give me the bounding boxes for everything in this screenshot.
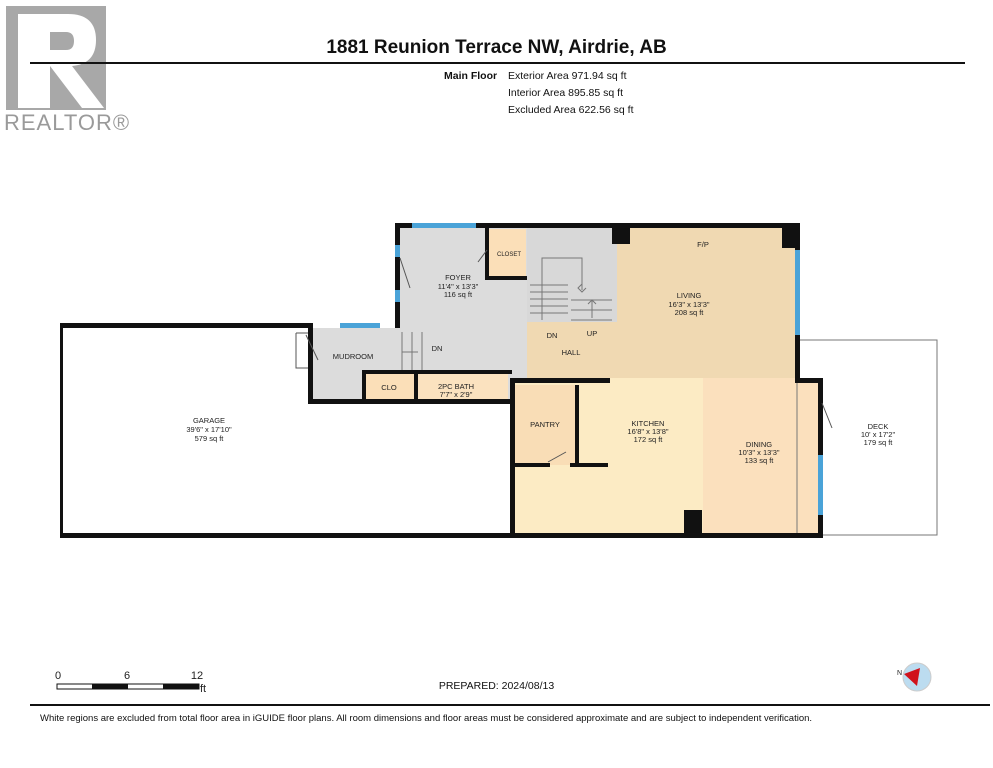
windows [340, 223, 823, 515]
dining-dims: 10'3" x 13'3" [738, 448, 779, 457]
scale-unit: ft [200, 683, 206, 695]
deck-dims: 10' x 17'2" [861, 430, 896, 439]
interior-area: Interior Area 895.85 sq ft [508, 87, 623, 99]
bath-label: 2PC BATH [438, 382, 474, 391]
closet-area [488, 229, 526, 277]
scale-tick-12: 12 [191, 670, 203, 682]
divider [30, 704, 990, 706]
mudroom-label: MUDROOM [333, 352, 373, 361]
foyer-label: FOYER [445, 273, 471, 282]
mudroom-stairs-down-label: DN [432, 344, 443, 353]
page-title: 1881 Reunion Terrace NW, Airdrie, AB [326, 37, 667, 58]
garage-area-text: 579 sq ft [195, 434, 225, 443]
living-label: LIVING [677, 291, 702, 300]
realtor-wordmark: REALTOR® [4, 110, 131, 135]
compass-north-label: N [897, 670, 902, 677]
deck-label: DECK [868, 422, 889, 431]
closet-label: CLOSET [497, 252, 521, 258]
clo-area [366, 373, 414, 401]
disclaimer: White regions are excluded from total fl… [40, 713, 813, 724]
scale-bar: 0 6 12 ft [55, 670, 206, 695]
pantry-area [515, 385, 578, 465]
stairs-area [527, 228, 617, 322]
realtor-logo [6, 6, 106, 110]
stairs-down-label: DN [547, 331, 558, 340]
kitchen-dims: 16'8" x 13'8" [627, 427, 668, 436]
living-dims: 16'3" x 13'3" [668, 300, 709, 309]
bath-dims: 7'7" x 2'9" [440, 390, 473, 399]
scale-tick-0: 0 [55, 670, 61, 682]
stairs-up-label: UP [587, 329, 597, 338]
dining-area-text: 133 sq ft [745, 456, 775, 465]
bath-area [418, 373, 508, 401]
doors [295, 249, 833, 463]
foyer-area-text: 116 sq ft [444, 290, 473, 299]
dining-area [703, 378, 820, 534]
divider [30, 62, 965, 64]
garage-label: GARAGE [193, 416, 225, 425]
deck-outline [796, 339, 938, 536]
living-area [617, 228, 797, 378]
scale-tick-6: 6 [124, 670, 130, 682]
excluded-area: Excluded Area 622.56 sq ft [508, 104, 634, 116]
pantry-label: PANTRY [530, 420, 560, 429]
hall-label: HALL [562, 348, 581, 357]
kitchen-area-text: 172 sq ft [634, 435, 664, 444]
dining-label: DINING [746, 440, 772, 449]
floor-name: Main Floor [444, 70, 498, 82]
prepared-date: PREPARED: 2024/08/13 [438, 680, 555, 692]
kitchen-label: KITCHEN [632, 419, 665, 428]
deck-area-text: 179 sq ft [864, 438, 894, 447]
fireplace-label: F/P [697, 240, 709, 249]
foyer-dims: 11'4" x 13'3" [438, 282, 479, 291]
compass-icon: N [897, 662, 932, 692]
staircase [401, 257, 612, 370]
clo-label: CLO [381, 383, 397, 392]
garage-dims: 39'6" x 17'10" [186, 425, 232, 434]
exterior-area: Exterior Area 971.94 sq ft [508, 70, 627, 82]
living-area-text: 208 sq ft [675, 308, 705, 317]
